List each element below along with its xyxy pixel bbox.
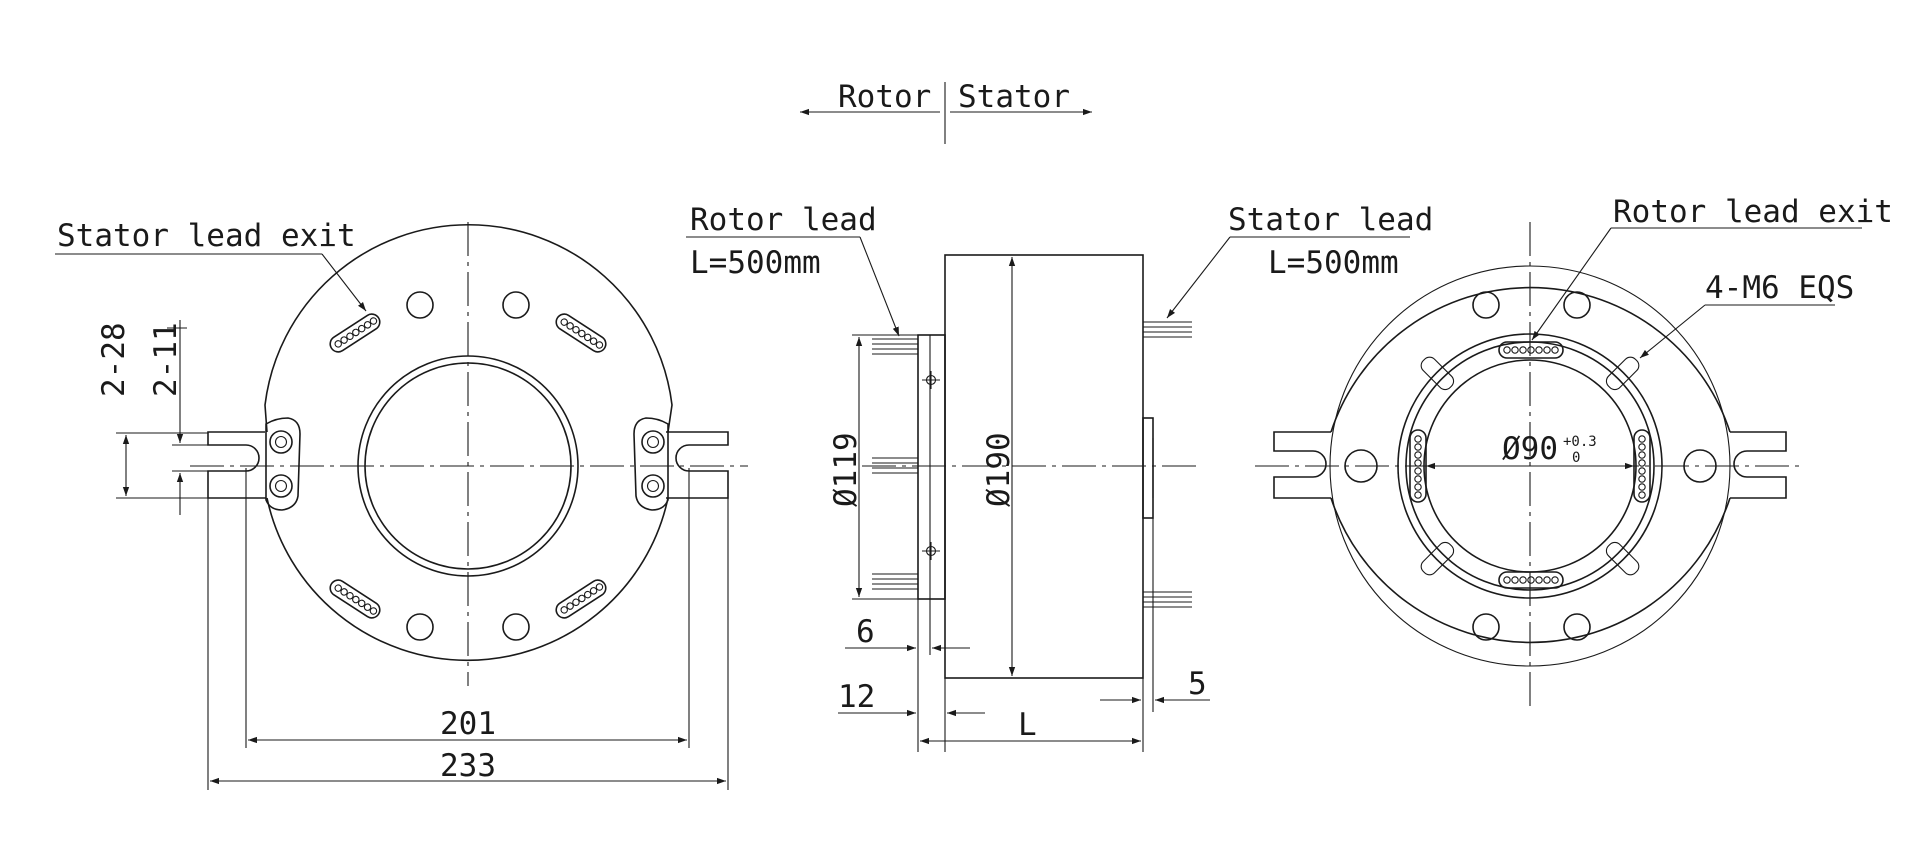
rotor-label: Rotor [838, 79, 931, 115]
dim-233: 233 [440, 748, 496, 784]
right-front-view: Ø90 +0.3 0 Rotor lead exit 4-M6 EQS [1255, 194, 1893, 708]
slot-depth-dim: 2-11 [148, 322, 184, 397]
rotor-lead-label: Rotor lead [690, 202, 877, 238]
stator-label: Stator [958, 79, 1070, 115]
dim-5: 5 [1188, 666, 1207, 702]
dim-length-l: L [1018, 707, 1037, 743]
dim-dia-190: Ø190 [981, 432, 1017, 507]
rotor-lead-exit-label: Rotor lead exit [1613, 194, 1893, 230]
dim-6: 6 [856, 614, 875, 650]
side-view: Rotor lead L=500mm Stator lead L=500mm Ø… [686, 202, 1433, 752]
stator-lead-length: L=500mm [1268, 245, 1399, 281]
dim-dia-119: Ø119 [828, 432, 864, 507]
left-front-view: Stator lead exit 2-28 2-11 201 233 [55, 218, 748, 790]
rotor-lead-wires [872, 338, 918, 590]
stator-lead-wires [1143, 321, 1192, 608]
tolerance-lower: 0 [1572, 450, 1580, 466]
mount-holes-label: 4-M6 EQS [1705, 270, 1854, 306]
rotor-ribs [1420, 356, 1640, 576]
dim-12: 12 [838, 679, 875, 715]
rotor-lead-length: L=500mm [690, 245, 821, 281]
slot-width-dim: 2-28 [96, 322, 132, 397]
tolerance-upper: +0.3 [1563, 434, 1597, 450]
rotor-stator-legend: Rotor Stator [800, 79, 1092, 144]
dim-201: 201 [440, 706, 496, 742]
stator-lead-label: Stator lead [1228, 202, 1433, 238]
stator-lead-exit-label: Stator lead exit [57, 218, 356, 254]
dim-dia-90: Ø90 [1502, 431, 1558, 467]
stator-lead-slots [329, 313, 607, 619]
